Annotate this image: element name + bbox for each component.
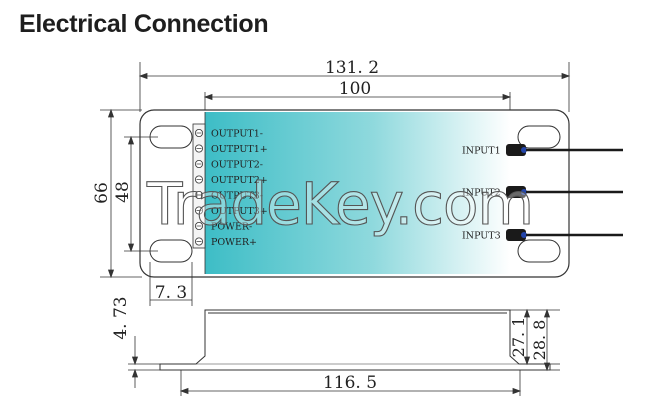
watermark: TradeKey.com — [146, 170, 533, 238]
terminal-label: OUTPUT2- — [211, 160, 263, 171]
terminal-block — [192, 123, 206, 249]
dimension-side-length — [179, 370, 522, 396]
device-label-area — [205, 112, 510, 274]
dimension-hole-offset — [149, 262, 193, 306]
dimension-side-heights — [510, 308, 560, 372]
terminal-label: POWER- — [211, 222, 252, 233]
terminal-label: OUTPUT2+ — [211, 175, 268, 186]
dimension-overall-length-label: 131. 2 — [325, 58, 379, 78]
dimension-height-label: 66 — [92, 182, 112, 204]
dimension-label-width-label: 100 — [339, 79, 371, 99]
device-side-view — [159, 309, 551, 371]
input-label: INPUT1 — [462, 146, 501, 157]
dimension-hole-offset-label: 7. 3 — [155, 283, 187, 303]
connector-marker — [521, 232, 527, 238]
terminal-label: OUTPUT1+ — [211, 144, 268, 155]
dimension-label-width — [203, 92, 512, 110]
terminal-label: OUTPUT1- — [211, 129, 263, 140]
dimension-height — [100, 108, 142, 279]
dimension-side-flange-label: 4. 73 — [111, 296, 131, 339]
dimension-side-inner-height-label: 27. 1 — [509, 317, 528, 358]
input-label: INPUT3 — [462, 231, 501, 242]
terminal-label: OUTPUT3+ — [211, 206, 268, 217]
dimension-hole-spacing — [124, 135, 158, 253]
page-title: Electrical Connection — [19, 10, 269, 38]
output-terminals: OUTPUT1- OUTPUT1+ OUTPUT2- OUTPUT2+ OUTPUT3-… — [194, 129, 268, 248]
terminal-label: OUTPUT3- — [211, 191, 263, 202]
dimension-side-outer-height-label: 28. 8 — [530, 320, 549, 361]
connector-marker — [521, 147, 527, 153]
input-label: INPUT2 — [462, 188, 501, 199]
cable-gland — [506, 186, 526, 198]
cable-gland — [506, 144, 526, 156]
dimension-hole-spacing-label: 48 — [113, 181, 133, 203]
dimension-side-flange — [128, 336, 160, 388]
connector-marker — [521, 189, 527, 195]
terminal-label: POWER+ — [211, 237, 257, 248]
cable-gland — [506, 229, 526, 241]
dimension-overall-length — [138, 62, 571, 112]
dimension-side-length-label: 116. 5 — [323, 373, 377, 393]
